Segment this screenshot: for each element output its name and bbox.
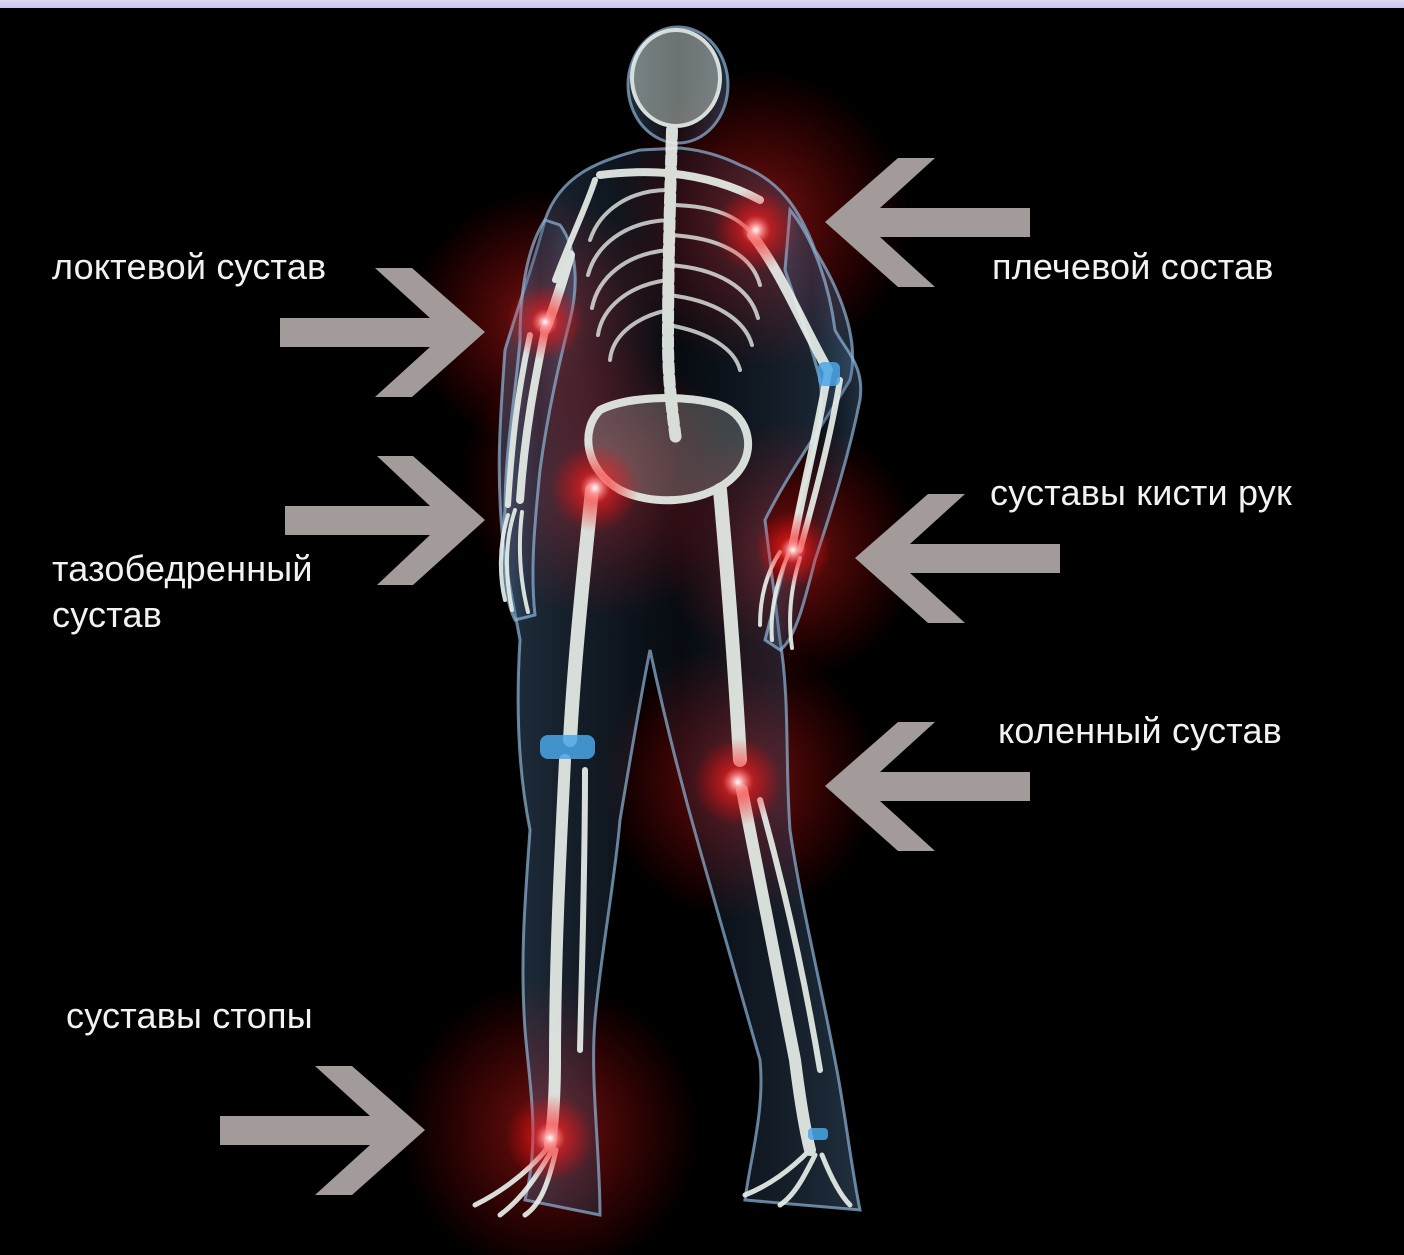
arrow-right-icon xyxy=(220,1058,430,1203)
label-hand-joints: суставы кисти рук xyxy=(990,470,1292,516)
label-hip-joint: тазобедренный сустав xyxy=(52,546,313,638)
label-elbow-joint: локтевой сустав xyxy=(52,244,326,290)
top-strip xyxy=(0,0,1404,8)
label-foot-joints: суставы стопы xyxy=(66,993,313,1039)
label-shoulder-joint: плечевой состав xyxy=(992,244,1274,290)
arrow-right-icon xyxy=(285,448,490,593)
label-knee-joint: коленный сустав xyxy=(998,708,1282,754)
diagram-canvas: локтевой сустав плечевой состав тазобедр… xyxy=(0,8,1404,1255)
